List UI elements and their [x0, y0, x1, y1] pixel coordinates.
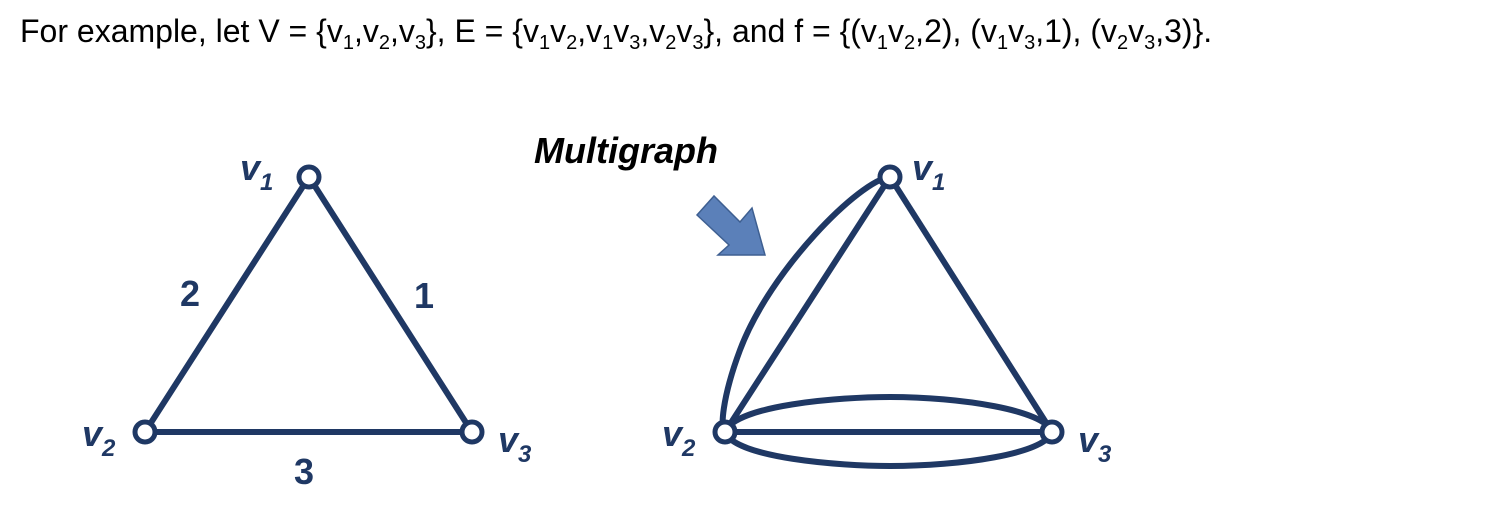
vertex-label-v1: v1: [240, 147, 273, 196]
edge-v1-v3: [306, 175, 475, 434]
example-sentence: For example, let V = {v1,v2,v3}, E = {v1…: [20, 13, 1213, 54]
edge-weight-v2-v3: 3: [294, 451, 314, 492]
vertex-label-v1: v1: [912, 147, 945, 196]
multigraph-title: Multigraph: [534, 130, 718, 171]
vertex-label-v3: v3: [1078, 419, 1112, 468]
vertex-v2: [712, 419, 738, 445]
multigraph: Multigraph v1 v2 v3: [534, 130, 1112, 470]
edge-v2-v3-upper-arc: [722, 393, 1055, 434]
vertex-label-v2: v2: [662, 413, 696, 462]
vertex-label-v3: v3: [498, 419, 532, 468]
edge-v1-v2-straight: [722, 175, 893, 434]
edge-weight-v1-v3: 1: [414, 275, 434, 316]
vertex-label-v2: v2: [82, 413, 116, 462]
weighted-graph: 2 1 3 v1 v2 v3: [82, 147, 532, 492]
edge-v1-v3: [887, 175, 1055, 434]
edge-v1-v2-curved: [719, 174, 891, 435]
vertex-v2: [132, 419, 158, 445]
edge-v2-v3-lower-arc: [722, 430, 1055, 470]
vertex-v1: [296, 164, 322, 190]
vertex-v1: [877, 164, 903, 190]
edge-v1-v2: [142, 175, 312, 434]
edge-weight-v1-v2: 2: [180, 273, 200, 314]
vertex-v3: [1039, 419, 1065, 445]
vertex-v3: [459, 419, 485, 445]
pointer-arrow-icon: [695, 194, 766, 256]
